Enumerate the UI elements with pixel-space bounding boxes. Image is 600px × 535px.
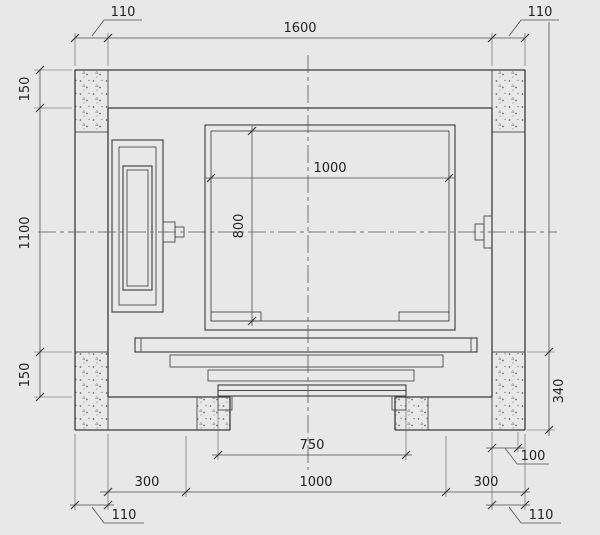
dim-bottom-left-wall: 110 — [112, 508, 137, 523]
door-jamb-left — [196, 396, 231, 431]
dim-left-bottom: 150 — [18, 363, 33, 388]
centerlines — [38, 55, 557, 470]
car-front-return-right — [398, 311, 450, 322]
dim-car-depth: 800 — [232, 214, 247, 239]
dim-overall-width: 1600 — [283, 21, 316, 36]
dim-car-width: 1000 — [313, 161, 346, 176]
dim-top-left-wall: 110 — [111, 5, 136, 20]
dim-bottom-opening: 1000 — [299, 475, 332, 490]
dimension-labels: 110 1600 110 150 1100 150 1000 800 340 1… — [18, 5, 567, 523]
car-outer-wall — [204, 124, 456, 331]
dimension-line-paths — [39, 22, 550, 506]
counterweight-block-inner — [126, 169, 149, 287]
door-operator-beam — [134, 337, 478, 353]
pier-bottom-right — [491, 351, 526, 431]
dimension-ticks — [35, 33, 554, 510]
car-front-return-left — [210, 311, 262, 322]
pier-top-right — [491, 69, 526, 133]
door-hanger-track — [169, 354, 444, 368]
door-operator-caps — [140, 338, 472, 352]
counterweight-block — [122, 165, 153, 291]
dim-bottom-left: 300 — [135, 475, 160, 490]
dim-right-offset: 100 — [521, 449, 546, 464]
car-inner-wall — [210, 130, 450, 322]
counterweight-frame-inner — [118, 146, 157, 306]
car-door-sill — [207, 369, 415, 382]
dim-shaft-depth: 1100 — [18, 216, 33, 249]
dim-door-clear-opening: 750 — [300, 438, 325, 453]
elevator-car — [204, 124, 456, 331]
dim-bottom-right: 300 — [474, 475, 499, 490]
pier-top-left — [74, 69, 109, 133]
dim-top-right-wall: 110 — [528, 5, 553, 20]
dim-left-top: 150 — [18, 77, 33, 102]
label-leaders — [91, 19, 561, 524]
dim-bottom-right-wall: 110 — [529, 508, 554, 523]
shaft-walls — [74, 69, 526, 431]
wall-outline — [74, 69, 526, 431]
counterweight — [111, 139, 164, 313]
dimension-lines — [34, 19, 561, 524]
pier-bottom-left — [74, 351, 109, 431]
door-assembly — [134, 337, 478, 411]
dim-right-rear: 340 — [552, 379, 567, 404]
witness-lines — [34, 33, 555, 510]
door-jamb-right — [394, 396, 429, 431]
